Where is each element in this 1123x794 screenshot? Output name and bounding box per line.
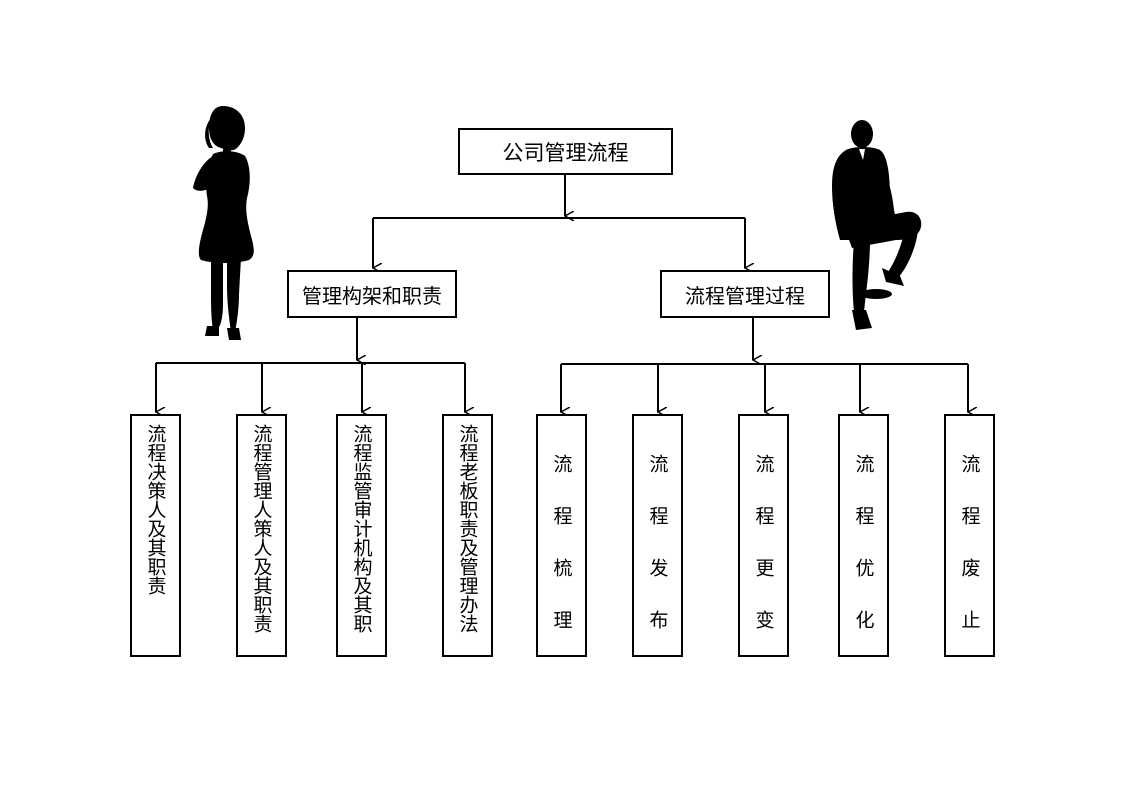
leaf-node-label: 流程决策人及其职责 bbox=[144, 424, 167, 595]
root-node: 公司管理流程 bbox=[458, 128, 673, 175]
businessman-silhouette-icon bbox=[832, 120, 922, 330]
leaf-node: 流程更变 bbox=[738, 414, 789, 662]
leaf-node-label: 流程发布 bbox=[646, 454, 669, 662]
leaf-node: 流程发布 bbox=[632, 414, 683, 662]
leaf-node-label: 流程监管审计机构及其职 bbox=[350, 424, 373, 633]
branch-node-management-structure: 管理构架和职责 bbox=[287, 270, 457, 318]
branch-node-label: 管理构架和职责 bbox=[302, 283, 442, 308]
branch-node-label: 流程管理过程 bbox=[685, 283, 805, 308]
leaf-node-label: 流程老板职责及管理办法 bbox=[456, 424, 479, 633]
leaf-node-label: 流程优化 bbox=[852, 454, 875, 662]
leaf-node: 流程管理人策人及其职责 bbox=[236, 414, 287, 657]
root-node-label: 公司管理流程 bbox=[502, 140, 629, 165]
leaf-node: 流程优化 bbox=[838, 414, 889, 662]
leaf-node: 流程决策人及其职责 bbox=[130, 414, 181, 657]
leaf-node-label: 流程更变 bbox=[752, 454, 775, 662]
leaf-node: 流程废止 bbox=[944, 414, 995, 662]
leaf-node: 流程监管审计机构及其职 bbox=[336, 414, 387, 657]
leaf-node: 流程老板职责及管理办法 bbox=[442, 414, 493, 657]
leaf-node-label: 流程梳理 bbox=[550, 454, 573, 662]
branch-node-process-management: 流程管理过程 bbox=[660, 270, 830, 318]
leaf-node: 流程梳理 bbox=[536, 414, 587, 662]
leaf-node-label: 流程管理人策人及其职责 bbox=[250, 424, 273, 633]
leaf-node-label: 流程废止 bbox=[958, 454, 981, 662]
woman-silhouette-icon bbox=[193, 106, 254, 340]
